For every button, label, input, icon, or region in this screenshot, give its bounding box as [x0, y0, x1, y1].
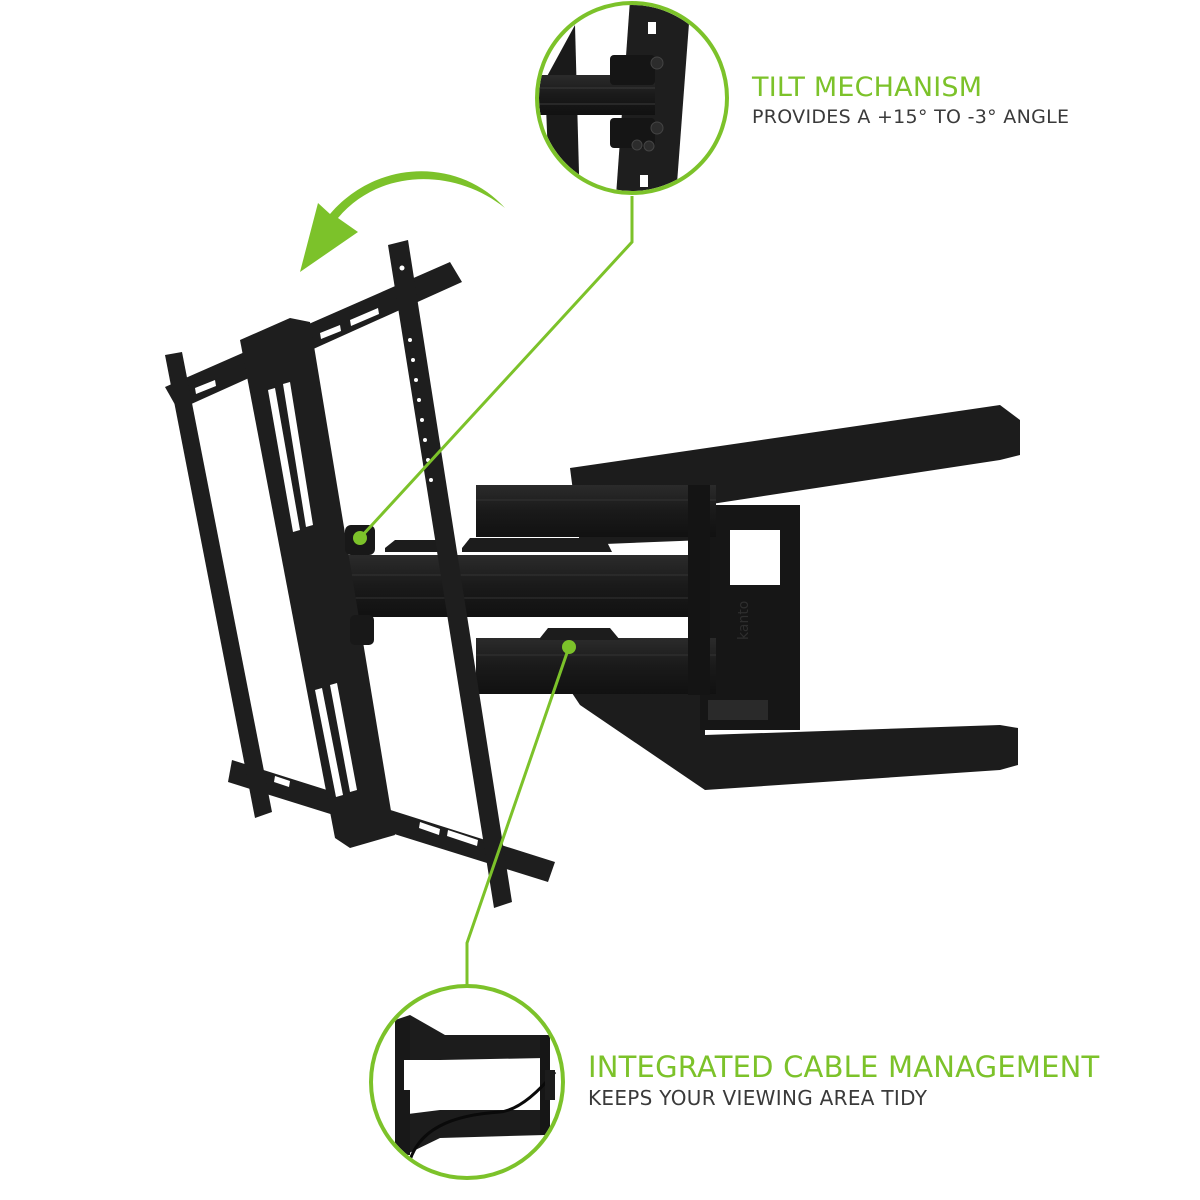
cable-callout: INTEGRATED CABLE MANAGEMENT KEEPS YOUR V… [588, 1050, 1100, 1110]
kanto-logo: kanto [736, 601, 752, 640]
curved-arrow-left-icon [300, 171, 505, 272]
cable-leader-line [465, 646, 571, 985]
tilt-leader-dot [353, 531, 367, 545]
cable-leader-dot [562, 640, 576, 654]
cable-callout-title: INTEGRATED CABLE MANAGEMENT [588, 1050, 1100, 1084]
articulating-arms [345, 485, 716, 695]
cable-detail-circle [369, 984, 565, 1180]
tilt-callout-title: TILT MECHANISM [752, 72, 983, 103]
tilt-detail-circle [535, 1, 729, 195]
tilt-callout: TILT MECHANISM PROVIDES A +15° TO -3° AN… [752, 74, 1069, 127]
tilt-leader-line [358, 196, 634, 540]
cable-callout-subtitle: KEEPS YOUR VIEWING AREA TIDY [588, 1086, 928, 1110]
tv-bracket [165, 240, 555, 908]
tilt-callout-subtitle: PROVIDES A +15° TO -3° ANGLE [752, 106, 1070, 128]
